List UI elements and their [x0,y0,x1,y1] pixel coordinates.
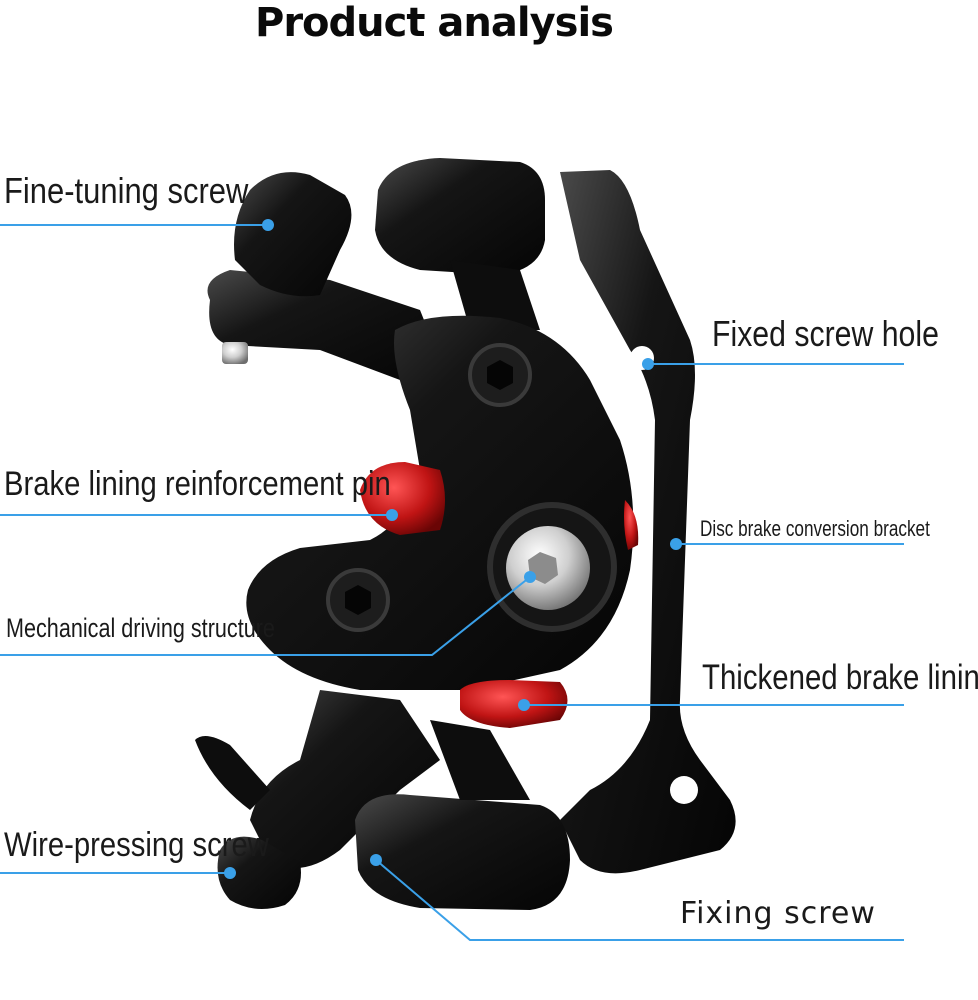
page-title: Product analysis [255,0,614,46]
bracket-lower-hole [670,776,698,804]
label-conversion-bracket: Disc brake conversion bracket [700,516,930,541]
label-fixed-screw-hole: Fixed screw hole [712,313,939,354]
brake-lining-pin [360,462,445,535]
lower-arm [250,690,440,868]
cable-stop [195,736,270,810]
conversion-bracket [560,170,736,874]
top-mount-bolt [375,158,545,275]
upper-hex-socket [487,360,513,390]
thickened-brake-lining [460,680,568,728]
lower-hex-socket [345,585,371,615]
label-fine-tuning-screw: Fine-tuning screw [4,170,249,211]
side-red-pad [624,500,639,550]
label-mechanical-structure: Mechanical driving structure [6,613,275,643]
label-thickened-lining: Thickened brake lining [702,658,978,697]
leader-lines [0,224,904,941]
wire-pressing-screw [217,836,301,909]
fixing-screw [355,794,570,910]
top-mount-arm [450,260,540,330]
label-wire-pressing-screw: Wire-pressing screw [4,826,269,864]
upper-arm [207,270,440,380]
label-fixing-screw: Fixing screw [680,896,876,931]
label-brake-lining-pin: Brake lining reinforcement pin [4,465,391,503]
lower-mount-arm [430,720,530,800]
adjuster-bolt [222,342,248,364]
fine-tuning-screw-knob [234,172,352,297]
leader-dots [224,219,682,879]
